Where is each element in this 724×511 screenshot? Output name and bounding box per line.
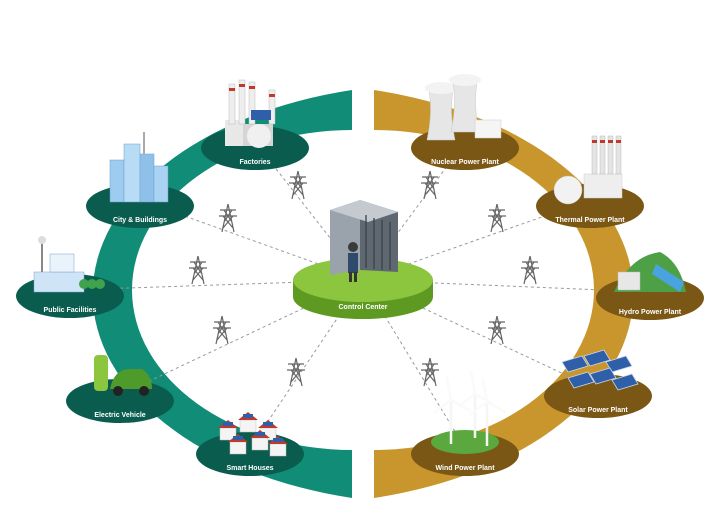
producer-label: Thermal Power Plant [555, 217, 625, 224]
connection-line [249, 279, 364, 449]
wind-plant-icon [431, 370, 507, 454]
transmission-tower-icon [520, 255, 540, 285]
city-buildings-icon [109, 132, 169, 203]
consumer-node-4: Smart Houses [196, 412, 304, 476]
control-center: Control Center [293, 200, 433, 319]
producer-label: Wind Power Plant [435, 465, 495, 472]
producer-label: Solar Power Plant [568, 407, 628, 414]
transmission-tower-icon [218, 203, 238, 233]
transmission-tower-icon [487, 315, 507, 345]
transmission-tower-icon [420, 170, 440, 200]
consumer-label: Public Facilities [44, 307, 97, 314]
consumer-label: City & Buildings [113, 217, 167, 224]
consumer-node-0: Factories [201, 79, 309, 170]
public-facilities-icon [33, 236, 105, 293]
producer-label: Hydro Power Plant [619, 309, 682, 316]
server-rack-icon [330, 200, 398, 282]
transmission-tower-icon [188, 255, 208, 285]
connection-line [362, 141, 466, 281]
smart-houses-icon [218, 412, 288, 457]
transmission-tower-icon [420, 357, 440, 387]
nuclear-plant-icon [425, 74, 502, 141]
producer-node-2: Hydro Power Plant [596, 252, 704, 320]
thermal-plant-icon [553, 135, 623, 205]
transmission-tower-icon [487, 203, 507, 233]
electric-vehicle-icon [94, 355, 152, 396]
producer-node-0: Nuclear Power Plant [411, 74, 519, 170]
producer-node-3: Solar Power Plant [544, 349, 652, 418]
producer-node-4: Wind Power Plant [411, 370, 519, 476]
producer-node-1: Thermal Power Plant [536, 135, 644, 228]
transmission-tower-icon [288, 170, 308, 200]
consumer-node-1: City & Buildings [86, 132, 194, 228]
solar-plant-icon [561, 349, 639, 391]
transmission-tower-icon [212, 315, 232, 345]
consumer-node-3: Electric Vehicle [66, 355, 174, 423]
factory-icon [225, 79, 276, 148]
consumer-label: Factories [239, 159, 270, 166]
consumer-label: Smart Houses [226, 465, 273, 472]
producer-label: Nuclear Power Plant [431, 159, 499, 166]
consumer-label: Electric Vehicle [94, 412, 145, 419]
center-label: Control Center [339, 304, 388, 311]
transmission-tower-icon [286, 357, 306, 387]
hydro-plant-icon [614, 252, 686, 292]
consumer-node-2: Public Facilities [16, 236, 124, 318]
